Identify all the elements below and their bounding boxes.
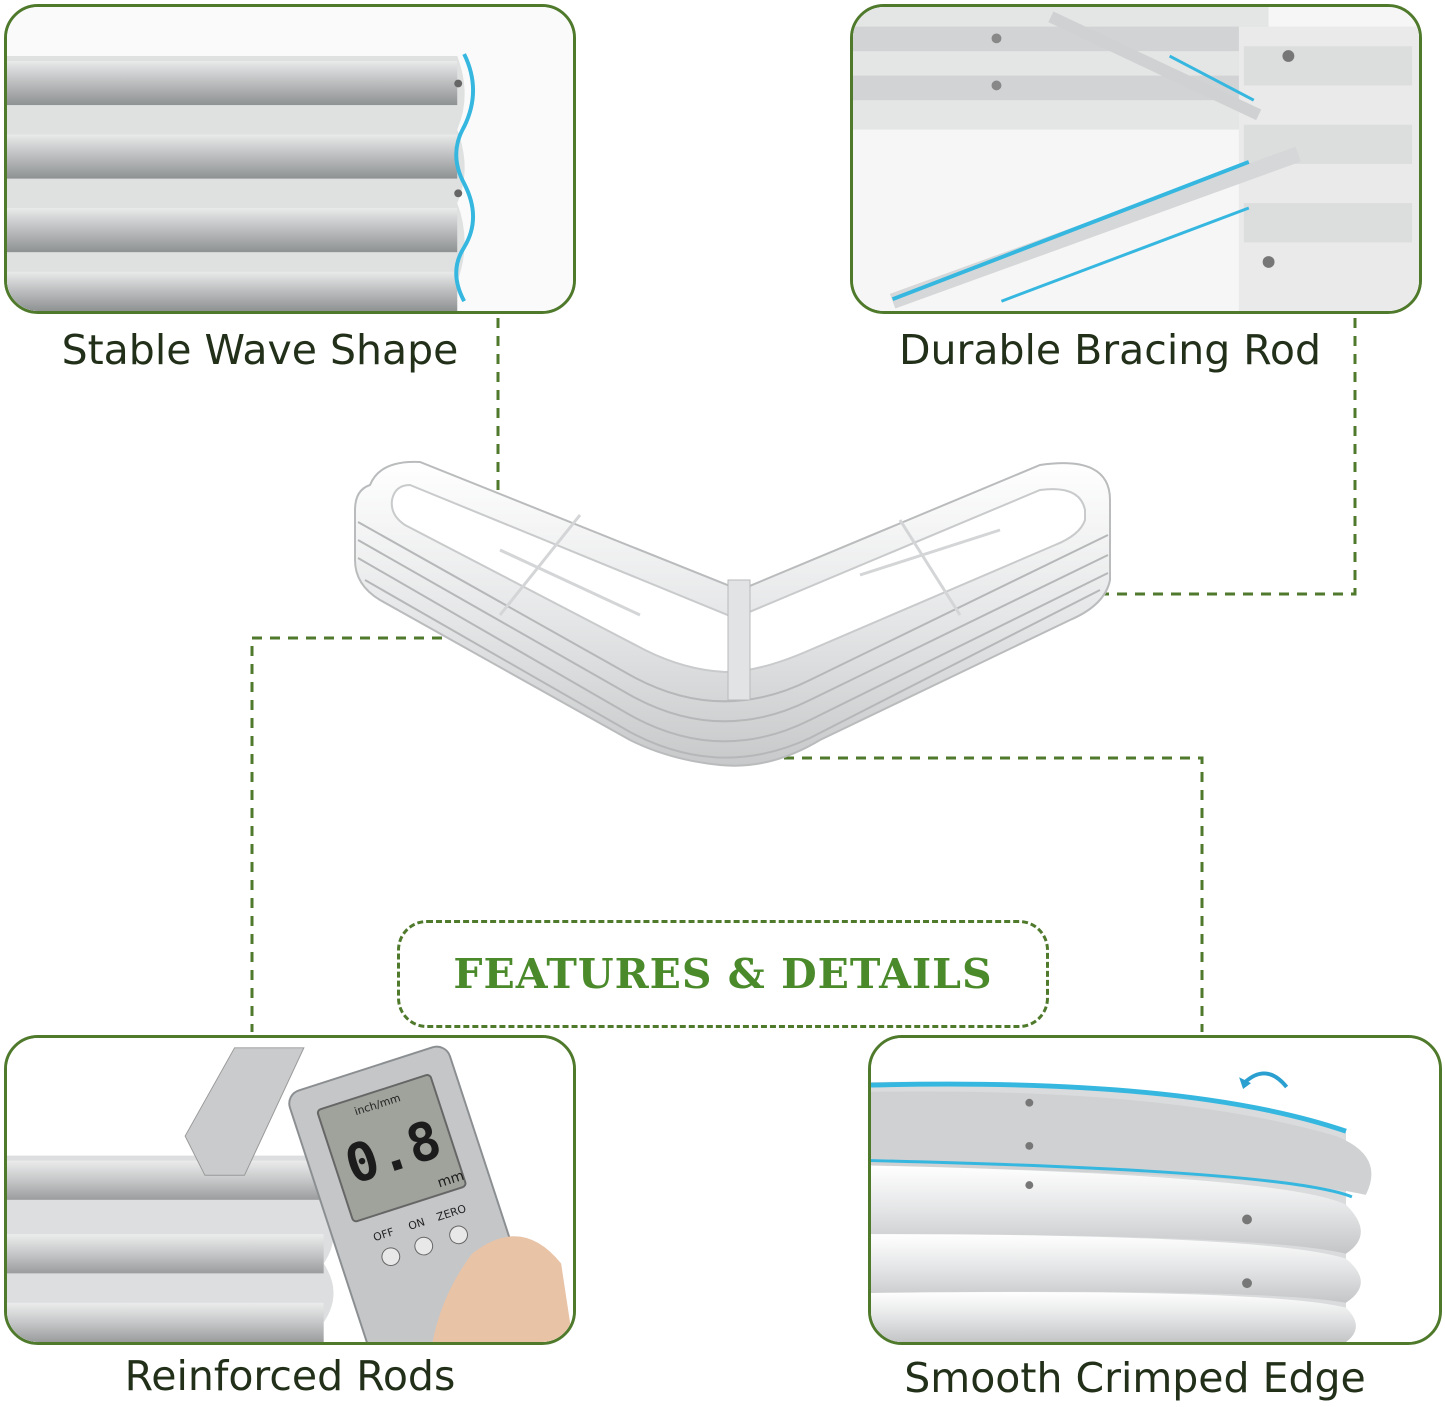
caliper-zero-button [449,1225,468,1245]
bracing-rod-illustration [853,7,1419,311]
wave-shape-caption: Stable Wave Shape [61,326,459,374]
bracing-rod-caption: Durable Bracing Rod [898,326,1322,374]
caliper-off-label: OFF [372,1225,396,1244]
wave-shape-panel [4,4,576,314]
wave-shape-illustration [7,7,573,311]
reinforced-rods-illustration: 0.8 mm inch/mm OFF ON ZERO [7,1038,573,1342]
crimped-edge-illustration [871,1038,1439,1342]
v-shaped-raised-bed-illustration [354,460,1111,767]
features-details-badge: FEATURES & DETAILS [397,920,1049,1028]
caliper-on-button [414,1236,434,1256]
crimped-edge-caption: Smooth Crimped Edge [904,1354,1366,1402]
caliper-on-label: ON [407,1215,427,1232]
features-details-title: FEATURES & DETAILS [453,950,993,998]
caliper-off-button [381,1247,401,1267]
crimped-edge-panel [868,1035,1442,1345]
reinforced-rods-panel: 0.8 mm inch/mm OFF ON ZERO [4,1035,576,1345]
reinforced-rods-caption: Reinforced Rods [124,1352,456,1400]
caliper-unit: mm [436,1168,467,1191]
bracing-rod-panel [850,4,1422,314]
